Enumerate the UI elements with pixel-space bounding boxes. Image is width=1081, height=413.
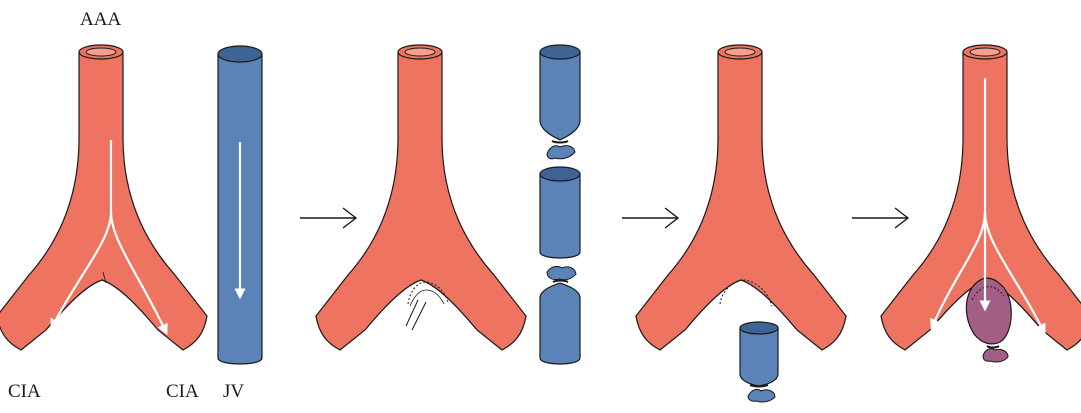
label-cia-right: CIA [166, 381, 199, 402]
aneurysm-stump [982, 348, 1009, 363]
transition-arrow-1 [300, 207, 358, 229]
aneurysm-dashed-outline [971, 286, 1005, 301]
flow-arrows-1 [50, 140, 168, 335]
incision-dotted-line [719, 279, 773, 307]
vein-stump-3 [747, 388, 776, 403]
label-aaa: AAA [80, 9, 122, 30]
vein-stump-2 [546, 265, 577, 281]
flow-arrows-4 [930, 78, 1046, 335]
aortic-bifurcation-2 [315, 44, 527, 351]
vein-stump-1 [546, 145, 576, 160]
right-arrow-icon [852, 207, 910, 229]
aortic-bifurcation-4 [880, 44, 1081, 351]
right-arrow-icon [622, 207, 680, 229]
label-jv: JV [223, 381, 245, 402]
aneurysm-pouch [965, 277, 1012, 363]
aortic-bifurcation-3 [635, 44, 847, 351]
right-arrow-icon [300, 207, 358, 229]
ligature-knot-1 [551, 140, 569, 144]
incision-edge [409, 289, 445, 307]
step-3-vein-pouch [635, 44, 847, 403]
transition-arrow-2 [622, 207, 680, 229]
ligature-knot-4 [986, 345, 1000, 349]
ligature-knot-3 [749, 384, 769, 388]
aortic-bifurcation-1 [0, 44, 208, 351]
vein-segments-ligated [539, 44, 581, 365]
vein-pouch [739, 321, 779, 403]
label-cia-left: CIA [8, 381, 41, 402]
transition-arrow-3 [852, 207, 910, 229]
step-1-initial-anatomy [0, 44, 263, 365]
scissors-icon [405, 299, 427, 331]
jugular-vein [217, 45, 263, 365]
step-4-aneurysm-model [880, 44, 1081, 363]
step-2-vein-harvest [315, 44, 581, 365]
ligature-knot-2 [552, 279, 569, 283]
